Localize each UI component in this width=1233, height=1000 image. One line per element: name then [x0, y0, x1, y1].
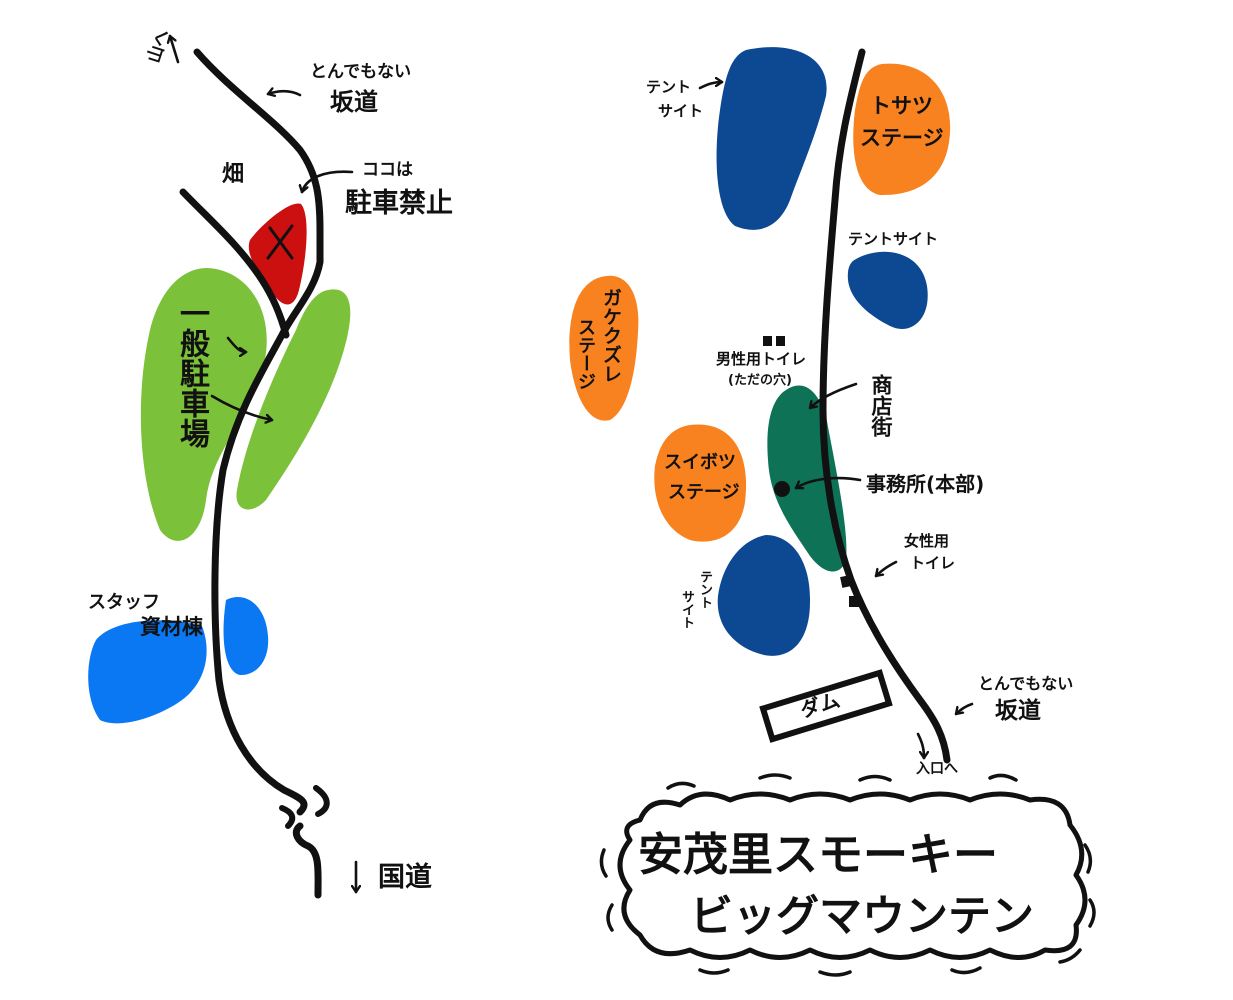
no-parking-area: [248, 203, 307, 305]
shopping-street-label: 商店街: [869, 374, 893, 437]
tosatsu-stage-line1: トサツ: [870, 94, 933, 118]
tent-site-top-area: [716, 47, 827, 230]
suibotsu-stage-area: [654, 424, 747, 542]
general-parking-label: 一般駐車場: [174, 298, 209, 448]
office-label: 事務所(本部): [866, 472, 985, 496]
parking-strip-area: [236, 289, 351, 510]
branch-road-left: [179, 188, 290, 339]
no-parking-x-icon: [266, 224, 294, 260]
field-label: 畑: [222, 162, 245, 187]
office-marker: [774, 481, 790, 497]
tosatsu-stage-line2: ステージ: [860, 126, 944, 150]
mountain-arrow-icon: [170, 34, 180, 64]
womens-toilet-line1: 女性用: [904, 532, 950, 550]
steep-road-top-line2: 坂道: [330, 88, 378, 116]
mens-toilet-line1: 男性用トイレ: [716, 350, 807, 368]
mens-toilet-icon: [763, 336, 772, 346]
parking-arrow-1-icon: [226, 336, 248, 352]
main-road-right: [819, 48, 951, 764]
tent-site-bottom-line1: テント: [697, 570, 712, 609]
gakekuzure-stage-area: [569, 275, 639, 421]
shopping-street-arrow-icon: [808, 382, 858, 410]
steep-road-top-line1: とんでもない: [310, 62, 412, 82]
road-break-symbol: [292, 822, 322, 899]
gakekuzure-stage-line1: ガケクズレ: [600, 288, 622, 383]
general-parking-area: [140, 268, 267, 541]
entrance-label: 入口へ: [916, 761, 958, 777]
no-parking-line1: ココは: [362, 160, 413, 180]
mens-toilet-icon: [776, 336, 785, 346]
tent-site-top-line1: テント: [646, 78, 692, 96]
road-break-mark: [279, 785, 330, 829]
tent-site-top-line2: サイト: [658, 102, 704, 120]
parking-arrow-2-icon: [210, 394, 274, 420]
title-line2: ビッグマウンテン: [690, 892, 1034, 942]
womens-toilet-arrow-icon: [874, 560, 898, 578]
dam-box: [759, 669, 893, 743]
tent-site-mid-area: [847, 251, 928, 329]
suibotsu-stage-line1: スイボツ: [664, 452, 736, 473]
tosatsu-stage-area: [853, 63, 951, 196]
staff-storage-line1: スタッフ: [88, 592, 160, 613]
steep-road-right-line2: 坂道: [995, 698, 1041, 724]
entrance-arrow-icon: [916, 732, 924, 760]
womens-toilet-line2: トイレ: [910, 554, 956, 572]
steep-road-right-arrow-icon: [954, 702, 974, 716]
main-road-left: [193, 48, 324, 816]
national-road-label: 国道: [378, 862, 432, 893]
title-line1: 安茂里スモーキー: [638, 828, 999, 881]
no-parking-line2: 駐車禁止: [345, 188, 453, 219]
steep-road-right-line1: とんでもない: [978, 674, 1074, 693]
tent-site-top-arrow-icon: [698, 82, 724, 90]
no-parking-arrow-icon: [302, 170, 354, 194]
staff-storage-area: [88, 620, 207, 724]
staff-storage-annex-area: [223, 597, 269, 676]
tent-site-bottom-line2: サイト: [679, 590, 694, 629]
office-arrow-icon: [794, 476, 862, 488]
suibotsu-stage-line2: ステージ: [668, 482, 740, 503]
tent-site-bottom-area: [717, 535, 811, 656]
title-cloud: [617, 791, 1088, 960]
womens-toilet-icon: [849, 596, 859, 607]
gakekuzure-stage-line2: ステージ: [575, 318, 596, 390]
tent-site-mid-label: テントサイト: [848, 230, 939, 248]
mens-toilet-line2: (ただの穴): [728, 373, 792, 388]
title-cloud-squiggles: [599, 773, 1096, 977]
steep-road-arrow-icon: [266, 91, 302, 95]
staff-storage-line2: 資材棟: [140, 615, 203, 639]
